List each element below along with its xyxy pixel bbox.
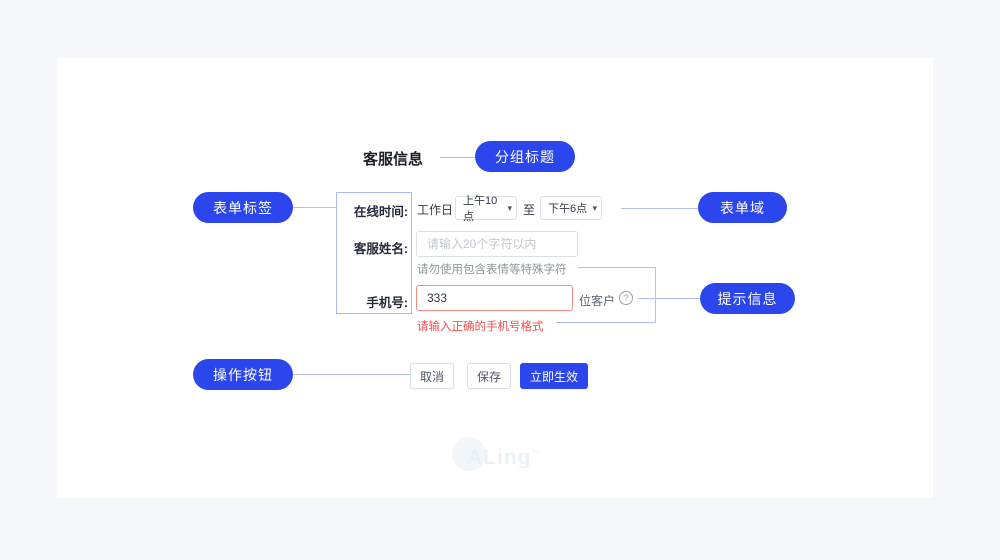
hint-bracket-bottom-line — [556, 322, 655, 323]
end-time-value: 下午6点 — [548, 203, 588, 215]
trademark-symbol: ™ — [531, 449, 541, 458]
annotation-label: 表单域 — [720, 199, 765, 216]
chevron-down-icon: ▾ — [507, 202, 512, 213]
phone-input[interactable] — [416, 285, 573, 311]
watermark-text: ALing — [467, 446, 532, 469]
annotation-pill-form-field: 表单域 — [698, 192, 787, 223]
connector-line-action-buttons — [293, 374, 410, 375]
start-time-select[interactable]: 上午10点 ▾ — [455, 195, 517, 223]
chevron-down-icon: ▾ — [592, 202, 597, 213]
form-card — [57, 58, 933, 498]
hint-bracket-top-line — [578, 267, 655, 268]
connector-line-form-label — [293, 207, 336, 208]
watermark-circle — [452, 437, 486, 471]
connector-line-form-field — [621, 208, 698, 209]
phone-error-text: 请输入正确的手机号格式 — [417, 321, 544, 333]
annotation-label: 提示信息 — [717, 290, 778, 307]
online-time-label: 在线时间: — [353, 205, 408, 219]
connector-line-hint-info — [638, 298, 700, 299]
workday-text: 工作日 — [417, 203, 454, 217]
watermark-logo: ALing™ — [467, 446, 540, 470]
annotation-pill-form-label: 表单标签 — [193, 192, 293, 223]
cancel-button[interactable]: 取消 — [410, 363, 454, 389]
save-button[interactable]: 保存 — [467, 363, 511, 389]
help-icon[interactable]: ? — [619, 291, 633, 305]
form-label-bracket — [336, 192, 412, 314]
annotation-label: 操作按钮 — [213, 366, 273, 383]
phone-suffix-text: 位客户 — [579, 294, 616, 308]
annotation-label: 表单标签 — [213, 199, 273, 216]
annotation-pill-group-title: 分组标题 — [475, 141, 575, 172]
submit-button[interactable]: 立即生效 — [520, 363, 588, 389]
agent-name-hint: 请勿使用包含表情等特殊字符 — [417, 264, 567, 276]
section-title: 客服信息 — [363, 151, 424, 168]
to-text: 至 — [523, 203, 536, 217]
agent-name-label: 客服姓名: — [353, 242, 408, 256]
connector-line-group-title — [440, 157, 475, 158]
annotation-pill-action-buttons: 操作按钮 — [193, 359, 293, 390]
agent-name-input[interactable] — [416, 231, 578, 257]
hint-bracket-right-line — [655, 267, 656, 323]
end-time-select[interactable]: 下午6点 ▾ — [540, 196, 602, 220]
annotation-label: 分组标题 — [495, 148, 555, 165]
start-time-value: 上午10点 — [463, 195, 498, 223]
annotation-pill-hint-info: 提示信息 — [700, 283, 795, 314]
phone-label: 手机号: — [366, 296, 408, 310]
